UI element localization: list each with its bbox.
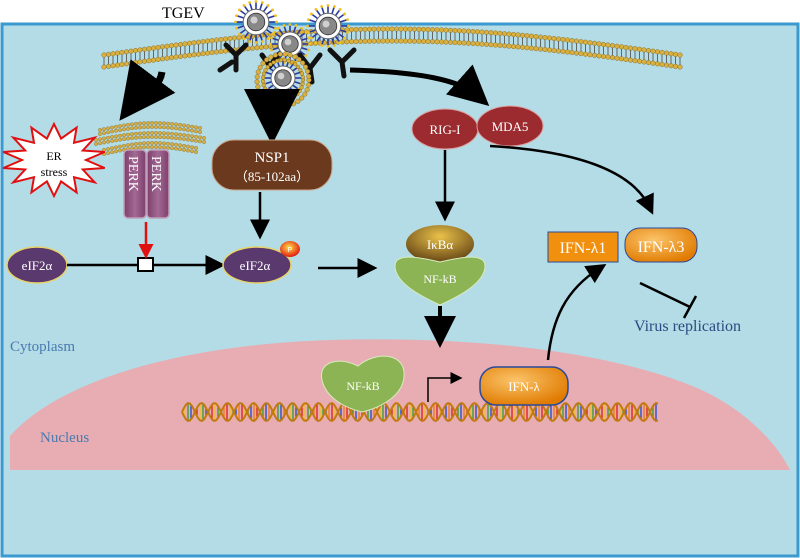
ifn-lambda3: [624, 227, 698, 263]
phosphorylation-box: [137, 257, 154, 272]
nfkb-cytoplasm: [394, 256, 486, 306]
er-stress-line1: ER: [46, 149, 61, 163]
ikba-label: IκBα: [427, 237, 454, 252]
dna-helix: [181, 402, 659, 422]
mda5-label: MDA5: [492, 119, 529, 134]
eif2a-right-label: eIF2α: [240, 258, 271, 273]
perk-left: [123, 149, 147, 219]
ifn-lambda1-label: IFN-λ1: [560, 240, 607, 257]
perk-right: [146, 149, 170, 219]
ikba-protein: [406, 225, 474, 263]
virus-replication-label: Virus replication: [634, 318, 741, 335]
nfkb-nucleus: [321, 355, 405, 413]
eif2a-left-label: eIF2α: [22, 258, 53, 273]
ifn-lambda3-label: IFN-λ3: [638, 239, 685, 256]
nsp1-protein: [211, 139, 333, 191]
eif2a-right: [222, 246, 292, 284]
nfkb-cytoplasm-label: NF-kB: [423, 272, 456, 286]
phospho-label: P: [288, 247, 293, 254]
er-membrane: [94, 121, 206, 156]
cytoplasm-label: Cytoplasm: [10, 339, 75, 355]
tgev-label: TGEV: [162, 5, 205, 22]
perk-right-label: PERK: [148, 156, 163, 192]
ifn-lambda1: [547, 231, 619, 263]
nsp1-range: （85-102aa）: [235, 169, 309, 184]
perk-left-label: PERK: [125, 156, 140, 192]
er-stress-line2: stress: [41, 165, 68, 179]
mda5-protein: [476, 105, 544, 147]
rig-i-label: RIG-I: [429, 122, 460, 137]
nucleus-label: Nucleus: [40, 430, 89, 446]
inhibition-bar: [682, 295, 698, 319]
arrow-mda5-ifn: [489, 144, 654, 215]
virion: [306, 4, 350, 48]
arrow-ifn-secretion: [546, 264, 607, 361]
ifn-lambda-label: IFN-λ: [508, 379, 540, 394]
er-stress-burst: [2, 121, 106, 199]
arrow-to-rig-i: [349, 64, 490, 106]
transcription-start-arrow: [427, 372, 463, 402]
virion: [234, 0, 278, 44]
membrane-receptors: [217, 42, 357, 85]
ifn-lambda-gene: [479, 366, 569, 406]
phospho-group: [280, 241, 300, 257]
inhibition-line: [639, 281, 691, 309]
arrow-to-er: [119, 59, 176, 121]
nsp1-label: NSP1: [254, 150, 289, 166]
tgev-virions: [234, 0, 350, 99]
cell-body: [0, 22, 800, 558]
nfkb-nucleus-label: NF-kB: [346, 379, 379, 393]
